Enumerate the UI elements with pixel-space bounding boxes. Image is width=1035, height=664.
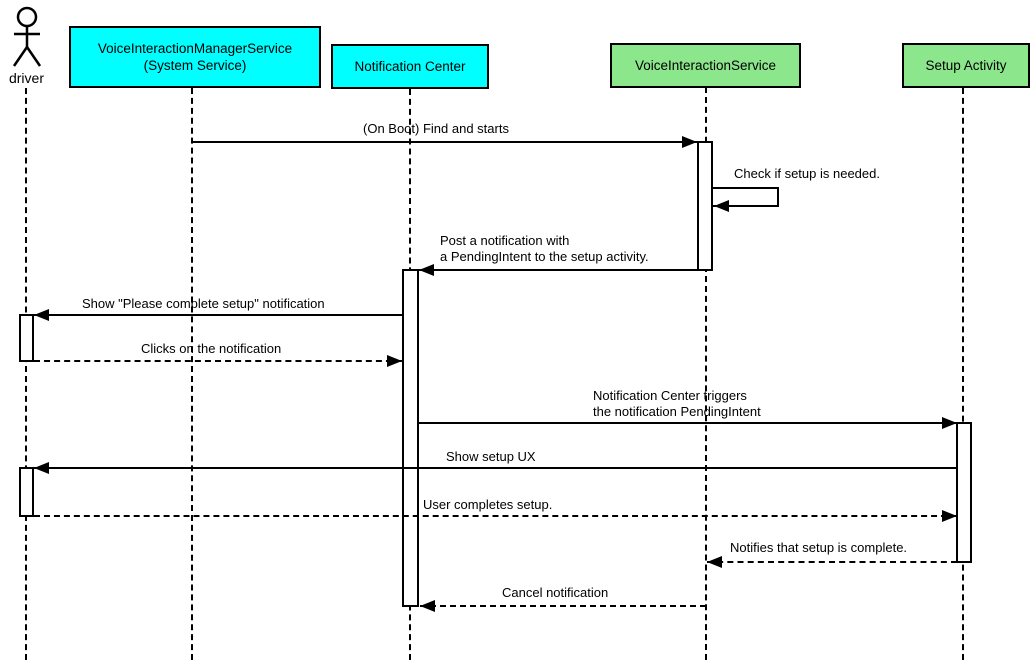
- message-line: [34, 467, 957, 469]
- lifeline-voiceinteractionmanagerservice: [191, 88, 193, 660]
- arrowhead-right-icon: [942, 510, 957, 522]
- message-label: (On Boot) Find and starts: [363, 121, 509, 136]
- message-label: Notifies that setup is complete.: [730, 540, 908, 555]
- activation-bar-driver-1: [19, 314, 34, 362]
- activation-bar-setup-activity: [956, 422, 972, 563]
- participant-box-notification-center: Notification Center: [331, 44, 489, 89]
- activation-bar-notification-center: [402, 269, 419, 607]
- participant-label: VoiceInteractionManagerService (System S…: [97, 41, 293, 73]
- arrowhead-left-icon: [34, 462, 49, 474]
- arrowhead-right-icon: [682, 136, 697, 148]
- participant-label: Setup Activity: [925, 58, 1007, 73]
- arrowhead-left-icon: [707, 556, 722, 568]
- message-label: Clicks on the notification: [141, 341, 282, 356]
- message-line: [419, 422, 957, 424]
- message-label: Check if setup is needed.: [734, 166, 880, 181]
- message-line: [34, 515, 957, 517]
- arrowhead-left-icon: [420, 600, 435, 612]
- participant-label: VoiceInteractionService: [634, 58, 777, 73]
- message-line: [34, 360, 402, 362]
- message-label: Notification Center triggers the notific…: [593, 388, 761, 419]
- message-line: [420, 605, 706, 607]
- activation-bar-driver-2: [19, 467, 34, 517]
- arrowhead-left-icon: [34, 309, 49, 321]
- message-label: Post a notification with a PendingIntent…: [440, 233, 649, 264]
- message-label: Show "Please complete setup" notificatio…: [82, 296, 325, 311]
- arrowhead-left-icon: [419, 264, 434, 276]
- message-label: User completes setup.: [423, 497, 553, 512]
- actor-driver-label: driver: [8, 70, 44, 86]
- message-line: [34, 314, 402, 316]
- participant-box-voiceinteractionmanagerservice: VoiceInteractionManagerService (System S…: [69, 26, 321, 88]
- participant-box-setup-activity: Setup Activity: [902, 43, 1030, 88]
- message-line: [707, 561, 957, 563]
- message-line: [192, 141, 697, 143]
- lifeline-voiceinteractionservice: [705, 87, 707, 660]
- arrowhead-right-icon: [387, 355, 402, 367]
- lifeline-setup-activity: [962, 88, 964, 660]
- activation-bar-voiceinteractionservice: [697, 141, 713, 271]
- person-icon: [12, 6, 41, 67]
- message-label: Cancel notification: [502, 585, 609, 600]
- participant-box-voiceinteractionservice: VoiceInteractionService: [610, 43, 801, 88]
- arrowhead-left-icon: [714, 200, 729, 212]
- message-line: [419, 269, 697, 271]
- self-message-loop: [712, 187, 779, 207]
- arrowhead-right-icon: [942, 417, 957, 429]
- participant-label: Notification Center: [354, 59, 466, 74]
- lifeline-driver: [25, 88, 27, 660]
- message-label: Show setup UX: [446, 449, 536, 464]
- actor-driver: driver: [4, 5, 49, 86]
